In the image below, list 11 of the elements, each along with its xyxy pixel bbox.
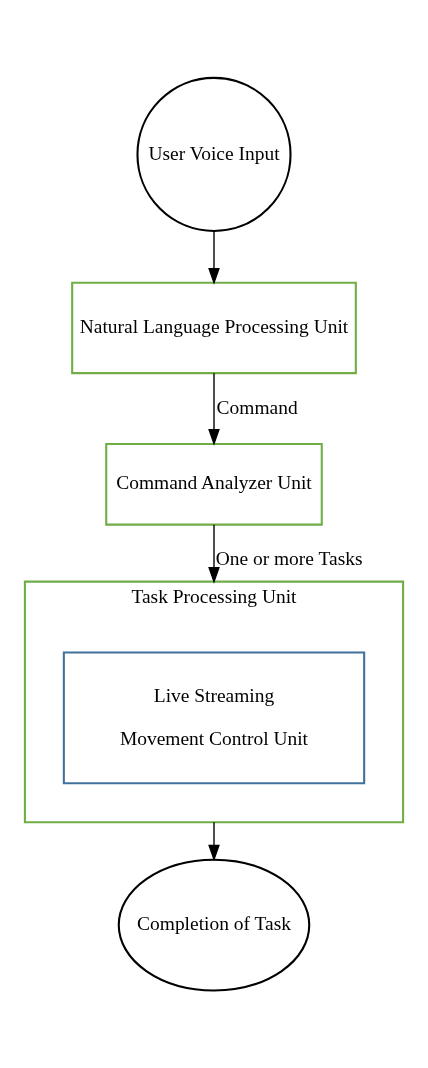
arrow: [208, 372, 220, 446]
edge-label: One or more Tasks: [215, 548, 363, 570]
node-circle: User Voice Input: [136, 76, 292, 232]
arrow: [208, 821, 220, 862]
arrow: [208, 230, 220, 285]
edge-label: Command: [216, 396, 298, 418]
node-box: Live Streaming Movement Control Unit: [62, 651, 366, 785]
node-ellipse: Completion of Task: [117, 858, 311, 992]
arrow: [208, 524, 220, 584]
node-box: Natural Language Processing Unit: [71, 281, 357, 375]
node-box: Command Analyzer Unit: [105, 442, 323, 526]
